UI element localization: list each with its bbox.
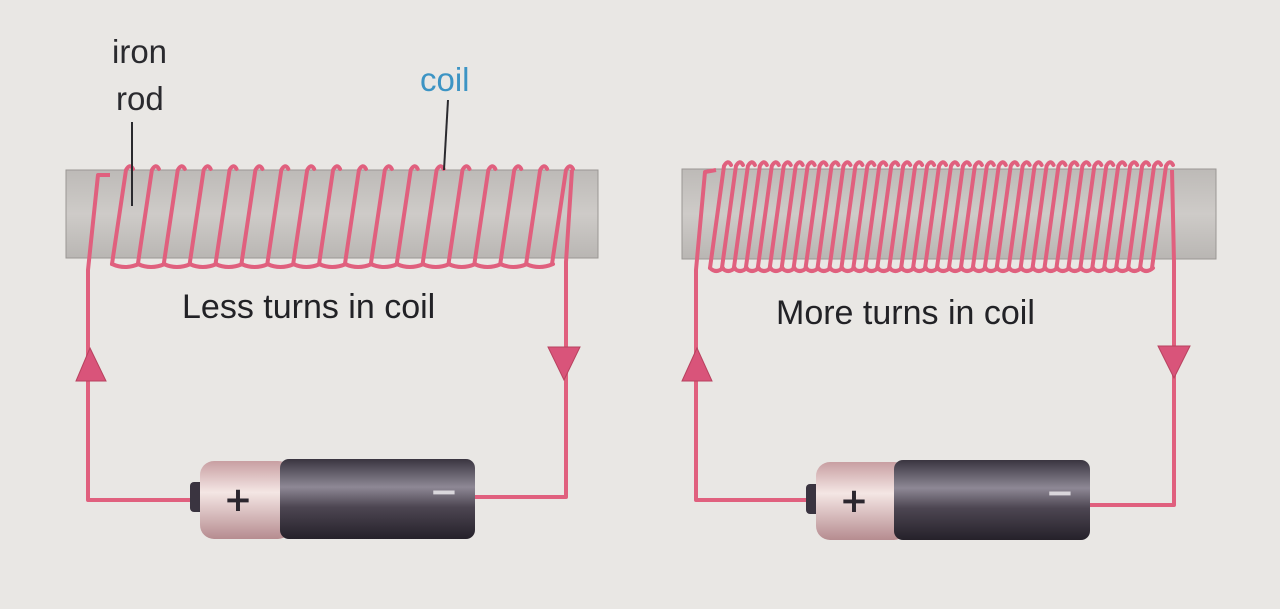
coil-turn [1042, 160, 1068, 270]
coil-turn [863, 160, 889, 270]
coil-turn-bottom [420, 262, 452, 269]
coil-turn [1150, 160, 1175, 270]
circuit-wire-right [1090, 169, 1176, 507]
coil-turn-bottom [394, 262, 426, 269]
coil-turn-bottom [161, 262, 193, 269]
coil-turn-bottom [291, 262, 323, 269]
coil-turn-bottom [110, 262, 141, 269]
coil-turn [875, 160, 901, 270]
caption-more-turns: More turns in coil [776, 294, 1035, 332]
battery-icon: + − [190, 459, 475, 539]
coil-turn [887, 160, 913, 270]
coil-turn [1138, 160, 1164, 270]
coil-turn [946, 160, 972, 270]
coil-turn [472, 164, 498, 266]
coil-turn [265, 164, 291, 266]
coil-turn [420, 164, 446, 266]
coil-turn-bottom [317, 262, 348, 269]
battery-positive-label: + [224, 480, 253, 520]
coil-turn [135, 164, 161, 266]
arrow-down-icon [1157, 345, 1191, 380]
coil-turn [708, 160, 733, 270]
coil-turn [934, 160, 960, 270]
coil-turn [1090, 160, 1116, 270]
coil-turn [994, 160, 1020, 270]
coil-turn [779, 160, 805, 270]
coil-winding [708, 160, 1175, 273]
arrow-up-icon [681, 346, 713, 382]
coil-turn [550, 164, 575, 266]
coil-turn [839, 160, 865, 270]
coil-turn [161, 164, 187, 266]
coil-turn [1126, 160, 1152, 270]
coil-turn [970, 160, 996, 270]
coil-turn [743, 160, 769, 270]
coil-turn [958, 160, 984, 270]
coil-turn-bottom [187, 262, 219, 269]
right-electromagnet: + − More turns in coil [681, 160, 1217, 540]
coil-turn [1102, 160, 1128, 270]
coil-turn [719, 160, 745, 270]
coil-turn-bottom [342, 262, 374, 269]
battery-positive-label: + [840, 481, 869, 521]
coil-turn [1030, 160, 1056, 270]
coil-turn [731, 160, 757, 270]
coil-turn-bottom [524, 262, 555, 269]
coil-turn [498, 164, 524, 266]
coil-turn [827, 160, 853, 270]
coil-turn-bottom [472, 262, 504, 269]
coil-turn [1066, 160, 1092, 270]
iron-rod-label-line2: rod [116, 80, 164, 117]
coil-turn [851, 160, 877, 270]
caption-less-turns: Less turns in coil [182, 288, 435, 326]
coil-turn-bottom [446, 262, 478, 269]
coil-turn [755, 160, 781, 270]
circuit-wire-right [472, 169, 574, 499]
coil-turn [982, 160, 1008, 270]
coil-turn [446, 164, 472, 266]
coil-turn [317, 164, 343, 266]
battery-icon: + − [806, 460, 1090, 540]
coil-turn [368, 164, 394, 266]
coil-turn [899, 160, 925, 270]
coil-turn [342, 164, 368, 266]
coil-turn-bottom [265, 262, 297, 269]
coil-turn [1018, 160, 1044, 270]
coil-turn [911, 160, 937, 270]
coil-turn [1054, 160, 1080, 270]
left-electromagnet: + − Less turns in coil [65, 164, 599, 539]
coil-turn [394, 164, 420, 266]
coil-turn [524, 164, 550, 266]
coil-label: coil [420, 61, 470, 98]
arrow-down-icon [547, 346, 581, 382]
coil-turn [239, 164, 265, 266]
coil-turn [815, 160, 841, 270]
coil-turn [923, 160, 949, 270]
coil-turn [1006, 160, 1032, 270]
circuit-wire-left [86, 173, 200, 502]
coil-turn-bottom [368, 262, 400, 269]
coil-turn [1114, 160, 1140, 270]
coil-turn-bottom [135, 262, 167, 269]
coil-turn [1078, 160, 1104, 270]
coil-turn [767, 160, 793, 270]
coil-turn [213, 164, 239, 266]
coil-turn [803, 160, 829, 270]
circuit-wire-left [694, 168, 810, 502]
coil-turn [791, 160, 817, 270]
coil-turn [291, 164, 317, 266]
battery-negative-label: − [1046, 473, 1075, 513]
arrow-up-icon [75, 346, 107, 382]
coil-turn-bottom [239, 262, 271, 269]
coil-turn-bottom [213, 262, 245, 269]
iron-rod-label-line1: iron [112, 33, 167, 70]
coil-turn [187, 164, 213, 266]
coil-pointer [443, 99, 449, 171]
coil-turn-bottom [498, 262, 530, 269]
battery-negative-label: − [430, 472, 459, 512]
